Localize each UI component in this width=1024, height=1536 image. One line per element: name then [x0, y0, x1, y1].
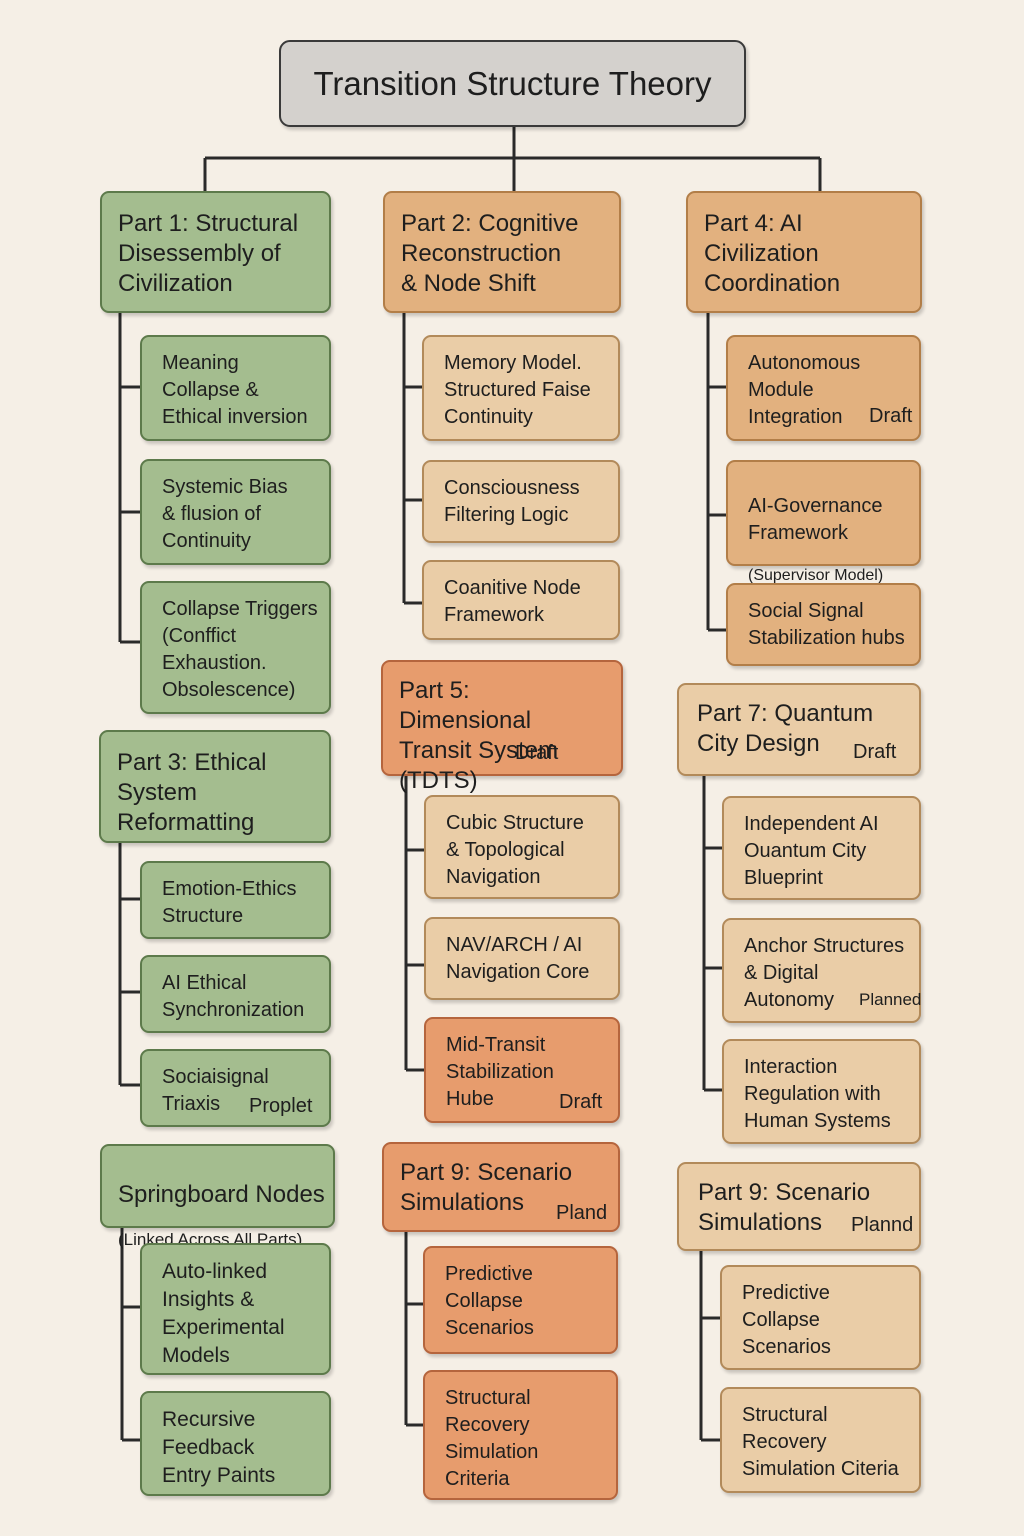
part7-item-anchor-structures: Anchor Structures & Digital Autonomy Pla… [722, 918, 921, 1023]
part4-item1-label: Autonomous Module Integration [748, 352, 861, 428]
part4-item-ai-governance: AI-Governance Framework (Supervisor Mode… [726, 460, 921, 584]
part7-item-interaction-regulation: Interaction Regulation with Human System… [722, 1039, 921, 1144]
springboard-title: Springboard Nodes [118, 1181, 325, 1208]
status-badge: Draft [869, 405, 913, 427]
part1-item-meaning-collapse: Meaning Collapse & Ethical inversion [140, 335, 331, 441]
part5-item-cubic-structure: Cubic Structure & Topological Navigation [424, 795, 620, 899]
part3-item-emotion-ethics: Emotion-Ethics Structure [140, 861, 331, 939]
part1-item-systemic-bias: Systemic Bias & flusion of Continuity [140, 459, 331, 565]
part2-item-memory-model: Memory Model. Structured Faise Continuit… [422, 335, 620, 441]
part9-right-item-structural-recovery: Structural Recovery Simulation Citeria [720, 1387, 921, 1493]
part7-header: Part 7: Quantum City Design Draft [677, 683, 921, 776]
part9-right-header: Part 9: Scenario Simulations Plannd [677, 1162, 921, 1251]
part2-header: Part 2: Cognitive Reconstruction & Node … [383, 191, 621, 313]
part9-right-item-predictive: Predictive Collapse Scenarios [720, 1265, 921, 1370]
part4-item-autonomous-module: Autonomous Module Integration Draft [726, 335, 921, 441]
part4-item2-subtitle: (Supervisor Model) [748, 567, 884, 584]
part5-item3-label: Mid-Transit Stabilization Hube [446, 1034, 554, 1110]
status-badge: Plannd [851, 1214, 914, 1236]
springboard-item-auto-linked: Auto-linked Insights & Experimental Mode… [140, 1243, 331, 1375]
part4-item-social-signal: Social Signal Stabilization hubs [726, 583, 921, 666]
part5-item-mid-transit: Mid-Transit Stabilization Hube Draft [424, 1017, 620, 1123]
part4-header: Part 4: AI Civilization Coordination [686, 191, 922, 313]
part5-title: Part 5: Dimensional Transit System (TDTS… [399, 677, 559, 794]
part3-item-socialsignal-triaxis: Sociaisignal Triaxis Proplet [140, 1049, 331, 1127]
status-badge: Planned [859, 990, 922, 1009]
springboard-header: Springboard Nodes (Linked Across All Par… [100, 1144, 335, 1249]
status-badge: Draft [515, 742, 559, 764]
part5-header: Part 5: Dimensional Transit System (TDTS… [381, 660, 623, 794]
part7-title: Part 7: Quantum City Design [697, 700, 874, 757]
part9-middle-item-predictive: Predictive Collapse Scenarios [423, 1246, 618, 1354]
part3-item-ai-ethical-sync: AI Ethical Synchronization [140, 955, 331, 1033]
part7-item-independent-ai: Independent AI Ouantum City Blueprint [722, 796, 921, 900]
part4-item2-label: AI-Governance Framework [748, 495, 883, 544]
root-title-node: Transition Structure Theory [279, 40, 746, 127]
status-badge: Pland [556, 1202, 608, 1224]
status-badge: Draft [559, 1091, 603, 1113]
part3-item3-label: Sociaisignal Triaxis [162, 1066, 269, 1115]
part7-item2-label: Anchor Structures & Digital Autonomy [744, 935, 905, 1011]
part2-item-cognitive-node: Coanitive Node Framework [422, 560, 620, 640]
springboard-item-recursive-feedback: Recursive Feedback Entry Paints [140, 1391, 331, 1496]
status-badge: Draft [853, 741, 897, 763]
part1-header: Part 1: Structural Disessembly of Civili… [100, 191, 331, 313]
part5-item-nav-arch: NAV/ARCH / AI Navigation Core [424, 917, 620, 1000]
part3-header: Part 3: Ethical System Reformatting [99, 730, 331, 843]
part1-item-collapse-triggers: Collapse Triggers (Conffict Exhaustion. … [140, 581, 331, 714]
part9-middle-header: Part 9: Scenario Simulations Pland [382, 1142, 620, 1232]
part9-right-title: Part 9: Scenario Simulations [698, 1179, 871, 1236]
part9-middle-item-structural-recovery: Structural Recovery Simulation Criteria [423, 1370, 618, 1500]
part9-middle-title: Part 9: Scenario Simulations [400, 1159, 573, 1216]
status-badge: Proplet [249, 1095, 313, 1117]
part2-item-consciousness-filtering: Consciousness Filtering Logic [422, 460, 620, 543]
